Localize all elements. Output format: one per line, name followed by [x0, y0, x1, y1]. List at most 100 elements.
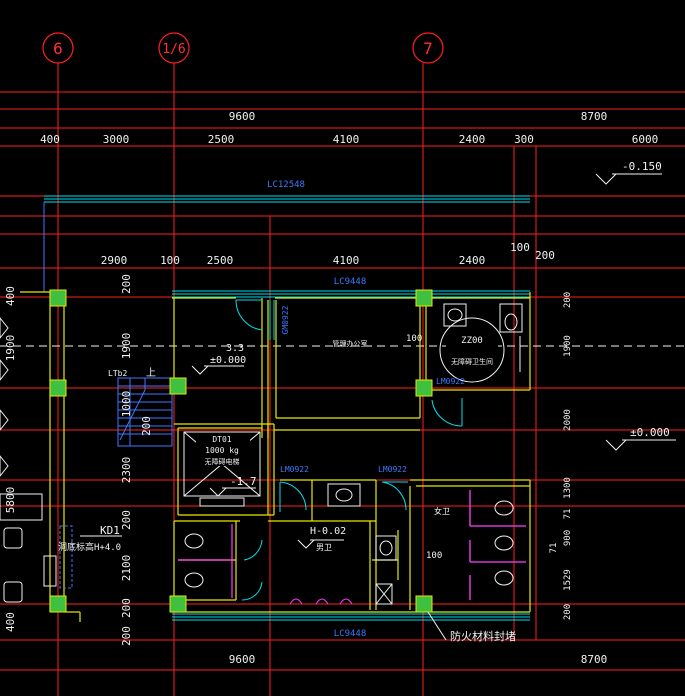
grid-label-1-6: 1/6	[162, 42, 185, 57]
elevator-name: 无障碍电梯	[205, 457, 240, 466]
window-band-mid	[172, 290, 530, 298]
svg-text:1529: 1529	[563, 569, 573, 591]
elevation-top: -0.150	[622, 160, 662, 173]
room-male: 男卫	[316, 543, 332, 552]
tag-lc9448-mid: LC9448	[334, 277, 367, 287]
fire-seal-leader	[427, 611, 447, 641]
svg-text:1900: 1900	[563, 335, 573, 357]
svg-text:400: 400	[4, 286, 17, 306]
elevation-stair-1: 3.3	[226, 343, 244, 354]
female-wc-toilets	[494, 500, 514, 586]
svg-text:2000: 2000	[563, 409, 573, 431]
left-vertical-dims: 200 1900 1000 200 2300 200 2100 200 200	[120, 274, 153, 646]
svg-text:1900: 1900	[120, 333, 133, 360]
grid-label-6: 6	[53, 39, 63, 58]
svg-text:2400: 2400	[459, 254, 486, 267]
wc-fixtures-left	[184, 533, 397, 605]
room-female: 女卫	[434, 506, 450, 516]
urinals	[289, 598, 353, 605]
svg-text:200: 200	[140, 416, 153, 436]
window-band-top	[44, 195, 530, 203]
wc-partitions-left	[178, 524, 233, 598]
elevation-wc: H-0.02	[310, 526, 346, 537]
svg-text:100: 100	[160, 254, 180, 267]
tag-lm0922-b: LM0922	[280, 465, 309, 474]
inner-dimensions: 2900 100 2500 4100 2400 100 200	[101, 241, 555, 267]
fire-seal-note: 防火材料封堵	[450, 629, 516, 643]
window-band-bottom	[172, 613, 530, 621]
columns	[49, 289, 433, 613]
room-office: 管理办公室	[333, 339, 368, 348]
svg-text:1000: 1000	[120, 391, 133, 418]
stair-tag: LTb2	[108, 369, 127, 378]
svg-text:2500: 2500	[208, 133, 235, 146]
svg-text:200: 200	[563, 292, 573, 308]
svg-text:71: 71	[563, 509, 573, 520]
stair-elevation-mark	[191, 365, 244, 375]
svg-text:5800: 5800	[4, 487, 17, 514]
zz-name: 无障碍卫生间	[451, 357, 493, 366]
svg-text:200: 200	[535, 249, 555, 262]
elevation-mark-right	[605, 439, 676, 451]
svg-text:300: 300	[514, 133, 534, 146]
svg-text:1900: 1900	[4, 335, 17, 362]
zz-id: ZZ00	[461, 336, 483, 346]
svg-text:4100: 4100	[333, 254, 360, 267]
svg-text:2500: 2500	[207, 254, 234, 267]
svg-text:200: 200	[563, 604, 573, 620]
male-wc-mark	[297, 539, 344, 549]
kd1-note: 洞底标高H+4.0	[58, 541, 121, 553]
walls	[20, 291, 531, 622]
label-100-b: 100	[426, 551, 442, 561]
svg-text:1300: 1300	[563, 477, 573, 499]
top-dimensions: 9600 8700 400 3000 2500 4100 2400 300 60…	[40, 110, 658, 146]
elevation-elevator: -1.7	[230, 475, 257, 488]
zz-label-bg	[446, 332, 498, 368]
svg-text:2400: 2400	[459, 133, 486, 146]
stair-up-label: 上	[146, 367, 156, 379]
svg-text:400: 400	[40, 133, 60, 146]
stair	[117, 377, 173, 447]
elevator-load: 1000 kg	[205, 446, 239, 455]
far-left-vertical-dims: 400 1900 5800 400	[4, 286, 17, 632]
svg-text:2900: 2900	[101, 254, 128, 267]
svg-text:200: 200	[120, 510, 133, 530]
tag-lc9448-bottom: LC9448	[334, 629, 367, 639]
tag-lm0922-a: LM0922	[436, 377, 465, 386]
elevator-elevation-mark	[209, 487, 256, 497]
left-equipment	[0, 317, 73, 603]
svg-text:3000: 3000	[103, 133, 130, 146]
svg-text:8700: 8700	[581, 110, 608, 123]
svg-text:71: 71	[549, 543, 559, 554]
svg-text:900: 900	[563, 530, 573, 546]
svg-text:200: 200	[120, 274, 133, 294]
female-wc-stalls	[469, 490, 526, 600]
grid-bubbles	[42, 32, 444, 64]
svg-text:6000: 6000	[632, 133, 659, 146]
svg-text:2300: 2300	[120, 457, 133, 484]
wash-basin	[327, 483, 361, 507]
grid-label-7: 7	[423, 39, 433, 58]
elevator-id: DT01	[212, 435, 231, 444]
bottom-dim-right: 8700	[581, 653, 608, 666]
svg-text:200: 200	[120, 626, 133, 646]
tag-lm0922-c: LM0922	[378, 465, 407, 474]
accessible-toilet	[439, 303, 523, 383]
elevation-right: ±0.000	[630, 426, 670, 439]
label-100-a: 100	[406, 334, 422, 344]
svg-text:200: 200	[120, 598, 133, 618]
svg-text:400: 400	[4, 612, 17, 632]
tag-lc12548: LC12548	[267, 180, 305, 190]
right-vertical-dims: 200 1900 2000 1300 71 900 71 1529 200	[549, 292, 573, 620]
tag-gm0922: GM0922	[281, 305, 290, 334]
doors	[235, 299, 463, 601]
bottom-dim-left: 9600	[229, 653, 256, 666]
elevation-mark-top	[595, 173, 662, 185]
svg-text:100: 100	[510, 241, 530, 254]
svg-text:9600: 9600	[229, 110, 256, 123]
elevator-label-bg	[196, 434, 250, 466]
svg-text:2100: 2100	[120, 555, 133, 582]
svg-text:4100: 4100	[333, 133, 360, 146]
elevation-stair-2: ±0.000	[210, 355, 246, 366]
